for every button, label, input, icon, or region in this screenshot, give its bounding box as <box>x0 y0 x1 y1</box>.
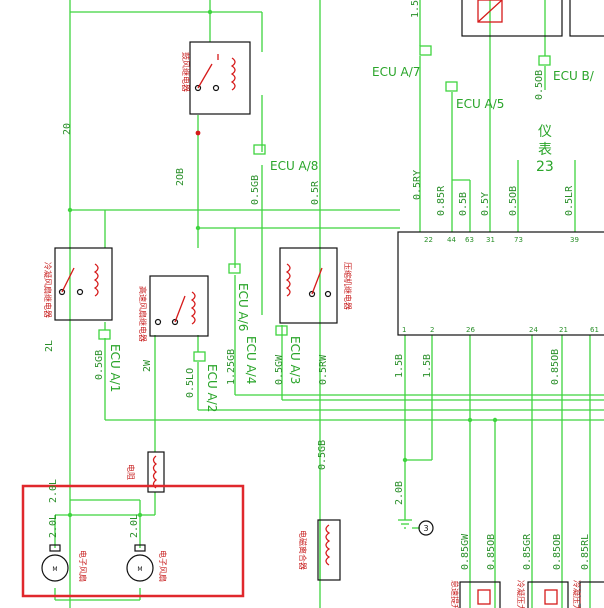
pin-label: 31 <box>486 236 495 244</box>
ecu-label: ECU A/5 <box>456 97 504 111</box>
ecu-label: ECU A/6 <box>236 283 250 331</box>
pin-label: 24 <box>529 326 538 334</box>
ecu-box <box>397 231 604 336</box>
bottom-components <box>459 581 604 608</box>
ground-marker: 3 <box>412 520 434 536</box>
wire-label: 0.5LR <box>564 185 575 216</box>
highlight-box <box>21 484 245 598</box>
wire-label: 2.0B <box>394 481 405 505</box>
ecu-labels: ECU A/7 ECU A/5 ECU B/ ECU A/8 ECU A/6 E… <box>108 65 595 412</box>
wire-label: 0.85OB <box>550 349 561 385</box>
wire-label: 0.5B <box>458 192 469 216</box>
red-junction-dot <box>195 130 201 136</box>
ecu-pins-top: 22 44 63 31 73 39 <box>424 236 579 244</box>
ecu-label: ECU A/4 <box>244 336 258 384</box>
wire-label: 1.25GB <box>226 349 237 385</box>
fan-motor-1: M <box>41 544 69 582</box>
wire-label: 0.5R <box>310 180 321 205</box>
wire-label: 0.85R <box>436 185 447 216</box>
instrument-char-2: 表 <box>538 142 552 158</box>
pin-label: 1 <box>402 326 406 334</box>
wire-label: 2.0L <box>48 514 59 538</box>
pin-label: 63 <box>465 236 474 244</box>
wire-label: 0.5Y <box>480 192 491 216</box>
relay-label-mid: 高速风扇继电器 <box>138 286 148 342</box>
wire-label: 1.5R <box>410 0 421 18</box>
wire-label: 0.5OB <box>534 70 545 100</box>
wire-label: 0.5OB <box>508 186 519 216</box>
wire-label: 0.85OB <box>552 534 563 570</box>
pin-label: 22 <box>424 236 433 244</box>
svg-text:M: M <box>137 566 142 573</box>
wire-label: 2.0L <box>48 479 59 503</box>
instrument-char-1: 仪 <box>538 124 552 140</box>
relay-left <box>54 247 113 321</box>
ecu-label: ECU B/ <box>553 69 595 83</box>
junction-dots <box>67 9 498 518</box>
pin-label: 39 <box>570 236 579 244</box>
ecu-label: ECU A/7 <box>372 65 420 79</box>
bottom2-label: 冷凝压力开关1 <box>516 580 526 608</box>
wire-label: 0.5LO <box>185 368 196 398</box>
wire-label: 0.85OB <box>486 534 497 570</box>
relay-top <box>189 41 251 115</box>
relay-label-left: 冷凝风扇继电器 <box>43 262 53 318</box>
wire-label: 2OB <box>175 168 186 186</box>
ecu-label: ECU A/3 <box>288 336 302 384</box>
instrument-number: 23 <box>536 159 554 175</box>
wires <box>54 0 604 608</box>
ground-number: 3 <box>423 524 428 533</box>
motor2-label: 电子风扇 <box>158 550 168 582</box>
wire-label: 1.5B <box>422 354 433 378</box>
ecu-label: ECU A/8 <box>270 159 318 173</box>
pin-label: 2 <box>430 326 434 334</box>
wire-label: 0.5GB <box>317 440 328 470</box>
ecu-connector-tags <box>98 45 551 362</box>
pin-label: 61 <box>590 326 599 334</box>
bottom1-label: 怠速提升阀 <box>450 580 460 608</box>
wire-label: 0.85GR <box>522 533 533 570</box>
wire-label: 0.5RW <box>318 354 329 385</box>
fan-motor-2: M <box>126 544 154 582</box>
ecu-label: ECU A/2 <box>205 364 219 412</box>
motor1-label: 电子风扇 <box>78 550 88 582</box>
wire-label: 0.85GW <box>460 533 471 570</box>
resistor <box>147 451 165 493</box>
component-labels: 鼓风继电器 冷凝风扇继电器 高速风扇继电器 压缩机继电器 电阻 电磁离合器 电子… <box>43 52 582 608</box>
clutch-label: 电磁离合器 <box>298 530 308 570</box>
relay-right <box>279 247 338 324</box>
bottom3-label: 冷凝压力开关2 <box>572 580 582 608</box>
clutch-coil <box>317 519 341 581</box>
svg-text:M: M <box>52 566 57 573</box>
resistor-label: 电阻 <box>126 464 136 480</box>
relay-label-top: 鼓风继电器 <box>181 52 191 92</box>
wire-label: 0.85RL <box>580 534 591 570</box>
pin-label: 73 <box>514 236 523 244</box>
wire-label: 0.5GB <box>250 175 261 205</box>
wire-label: 2W <box>142 359 153 372</box>
relay-label-right: 压缩机继电器 <box>343 262 353 310</box>
instrument-label: 仪 表 23 <box>536 124 554 175</box>
wire-label: 0.5GW <box>274 354 285 385</box>
wire-label: 0.5RY <box>412 170 423 200</box>
relay-middle <box>149 275 209 337</box>
pin-label: 44 <box>447 236 456 244</box>
wire-label: 1.5B <box>394 354 405 378</box>
top-right-boxes <box>461 0 604 37</box>
pin-label: 21 <box>559 326 568 334</box>
wire-label: 0.5GB <box>94 350 105 380</box>
ecu-pins-bottom: 1 2 26 24 21 61 <box>402 326 599 334</box>
wire-label: 20 <box>62 123 73 135</box>
pin-label: 26 <box>466 326 475 334</box>
wire-labels: 20 2OB 0.5GB 0.5R 2L 0.5GB 2W 0.5LO 1.25… <box>44 0 591 570</box>
wire-label: 2.0L <box>129 514 140 538</box>
wire-label: 2L <box>44 340 55 352</box>
ecu-label: ECU A/1 <box>108 344 122 392</box>
